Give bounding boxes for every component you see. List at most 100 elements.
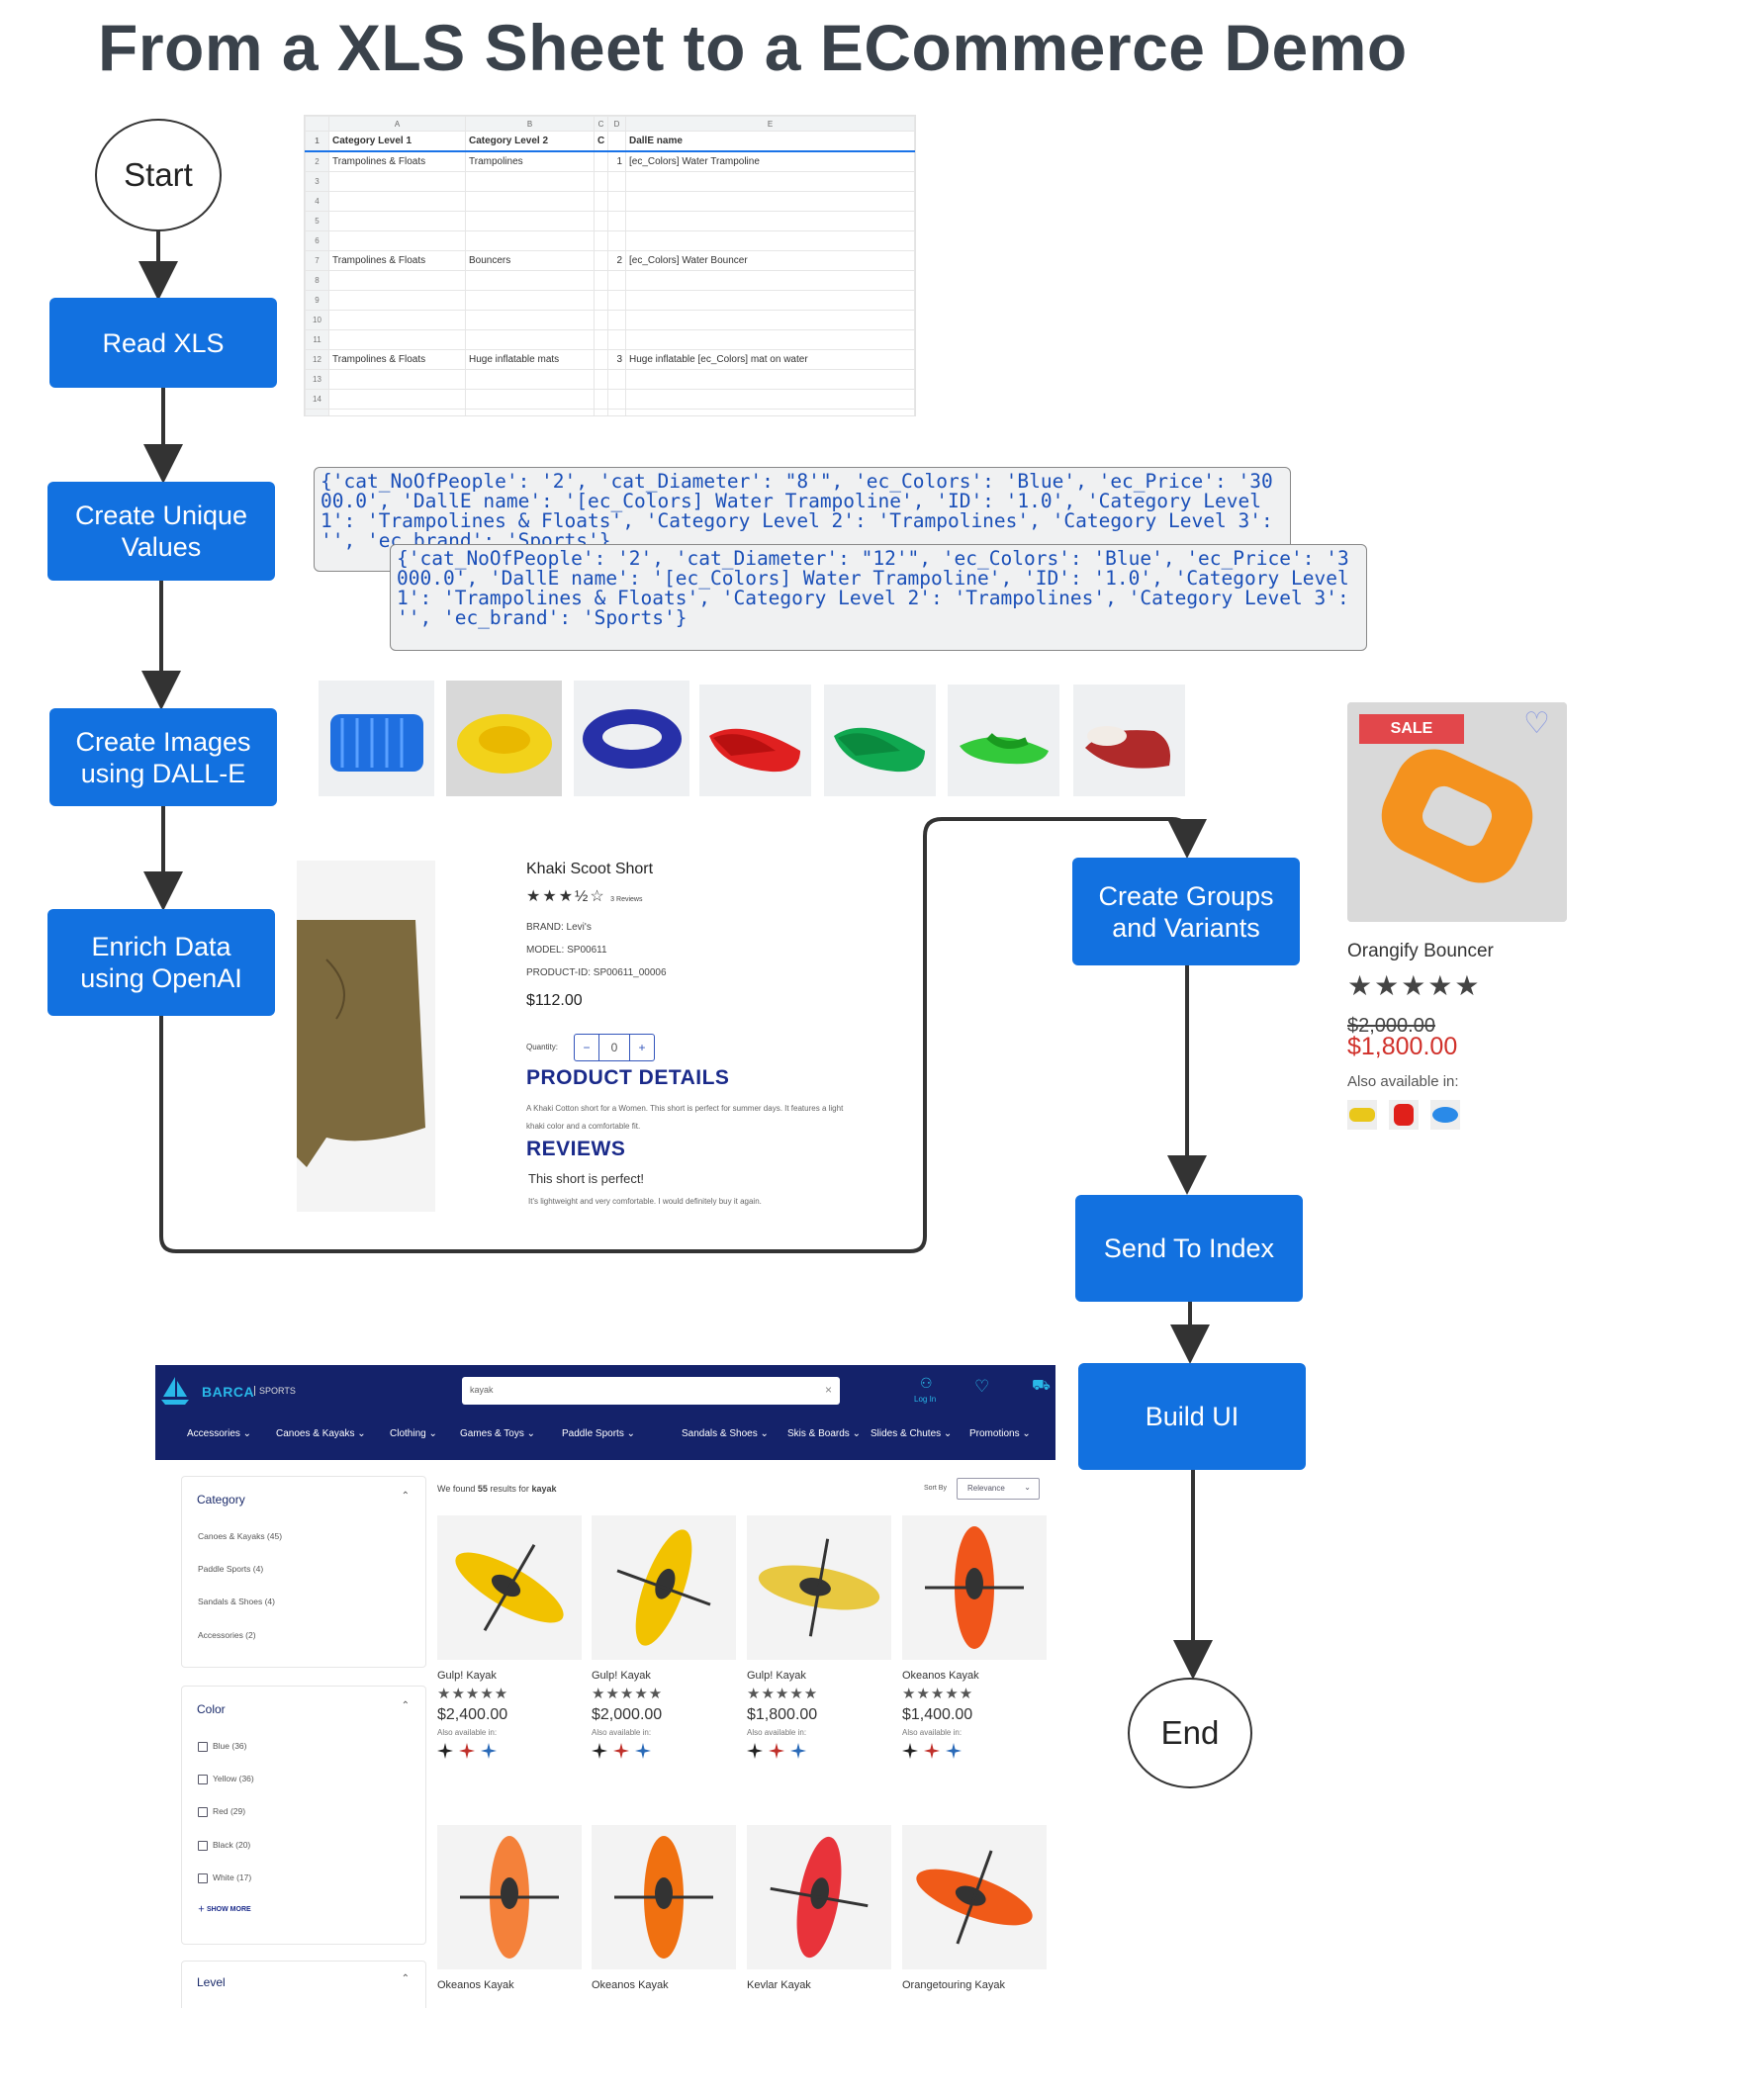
- wishlist-icon[interactable]: ♡: [974, 1377, 990, 1396]
- product-image[interactable]: [437, 1825, 582, 1969]
- clear-search-icon[interactable]: ×: [824, 1383, 832, 1397]
- collapse-icon[interactable]: ⌃: [401, 1491, 410, 1502]
- nav-item[interactable]: Sandals & Shoes ⌄: [682, 1428, 769, 1439]
- checkbox[interactable]: [198, 1774, 208, 1784]
- category-option[interactable]: Sandals & Shoes (4): [198, 1597, 275, 1606]
- nav-item[interactable]: Clothing ⌄: [390, 1428, 437, 1439]
- color-option[interactable]: Red (29): [198, 1806, 245, 1817]
- decrement-button[interactable]: −: [575, 1035, 599, 1060]
- nav-item[interactable]: Slides & Chutes ⌄: [871, 1428, 952, 1439]
- checkbox[interactable]: [198, 1741, 208, 1752]
- product-name[interactable]: Gulp! Kayak: [592, 1670, 651, 1682]
- search-input-value[interactable]: kayak: [470, 1385, 494, 1395]
- variant-swatch[interactable]: [481, 1743, 497, 1759]
- category-option[interactable]: Canoes & Kayaks (45): [198, 1531, 283, 1541]
- product-image[interactable]: [747, 1515, 891, 1660]
- color-option[interactable]: White (17): [198, 1872, 251, 1883]
- product-name[interactable]: Gulp! Kayak: [747, 1670, 806, 1682]
- variant-swatches: [437, 1743, 582, 1764]
- checkbox[interactable]: [198, 1806, 208, 1817]
- nav-item[interactable]: Games & Toys ⌄: [460, 1428, 535, 1439]
- color-option[interactable]: Yellow (36): [198, 1774, 254, 1784]
- nav-item[interactable]: Accessories ⌄: [187, 1428, 251, 1439]
- product-name[interactable]: Okeanos Kayak: [902, 1670, 979, 1682]
- product-image: [297, 861, 435, 1212]
- variant-swatch[interactable]: [924, 1743, 940, 1759]
- color-option-label: White (17): [213, 1872, 252, 1882]
- product-card[interactable]: Okeanos Kayak: [437, 1825, 582, 1991]
- brand-name[interactable]: BARCA: [202, 1384, 255, 1400]
- product-name[interactable]: Kevlar Kayak: [747, 1979, 811, 1991]
- sort-select-value[interactable]: Relevance: [967, 1484, 1005, 1493]
- nav-item[interactable]: Canoes & Kayaks ⌄: [276, 1428, 366, 1439]
- variant-swatch[interactable]: [769, 1743, 784, 1759]
- nav-item[interactable]: Skis & Boards ⌄: [787, 1428, 861, 1439]
- product-image[interactable]: [747, 1825, 891, 1969]
- product-stars: ★★★★★: [902, 1686, 974, 1702]
- variant-yellow-swatch[interactable]: [1347, 1100, 1377, 1130]
- user-icon[interactable]: ⚇: [920, 1375, 933, 1391]
- checkbox[interactable]: [198, 1840, 208, 1851]
- product-card[interactable]: Okeanos Kayak: [592, 1825, 736, 1991]
- category-filter-title[interactable]: Category: [197, 1493, 245, 1507]
- product-card[interactable]: Kevlar Kayak: [747, 1825, 891, 1991]
- variant-swatch[interactable]: [613, 1743, 629, 1759]
- color-option[interactable]: Black (20): [198, 1840, 250, 1851]
- collapse-icon[interactable]: ⌃: [401, 1973, 410, 1984]
- sale-price: $1,800.00: [1347, 1033, 1458, 1060]
- product-image[interactable]: [437, 1515, 582, 1660]
- product-image[interactable]: [902, 1515, 1047, 1660]
- sheet-cell-e: [625, 329, 915, 350]
- increment-button[interactable]: +: [629, 1035, 654, 1060]
- sheet-cell-a: [328, 369, 466, 390]
- variant-swatch[interactable]: [747, 1743, 763, 1759]
- product-name[interactable]: Orangetouring Kayak: [902, 1979, 1005, 1991]
- product-name[interactable]: Gulp! Kayak: [437, 1670, 497, 1682]
- nav-item[interactable]: Promotions ⌄: [969, 1428, 1031, 1439]
- product-name[interactable]: Okeanos Kayak: [592, 1979, 669, 1991]
- category-option[interactable]: Accessories (2): [198, 1630, 256, 1640]
- quantity-label: Quantity:: [526, 1043, 559, 1051]
- product-image[interactable]: [902, 1825, 1047, 1969]
- variant-swatch[interactable]: [437, 1743, 453, 1759]
- variant-red-swatch[interactable]: [1389, 1100, 1419, 1130]
- search-input[interactable]: kayak ×: [462, 1377, 840, 1405]
- show-more-link[interactable]: ＋ SHOW MORE: [198, 1906, 251, 1913]
- start-node: Start: [95, 119, 222, 231]
- color-option[interactable]: Blue (36): [198, 1741, 247, 1752]
- variant-swatch[interactable]: [592, 1743, 607, 1759]
- product-image[interactable]: [592, 1515, 736, 1660]
- product-name[interactable]: Okeanos Kayak: [437, 1979, 514, 1991]
- json-record-2: {'cat_NoOfPeople': '2', 'cat_Diameter': …: [390, 544, 1367, 651]
- product-card[interactable]: Orangetouring Kayak: [902, 1825, 1047, 1991]
- collapse-icon[interactable]: ⌃: [401, 1700, 410, 1711]
- red-slipper-image: [699, 685, 811, 796]
- quantity-stepper[interactable]: − 0 +: [574, 1034, 655, 1061]
- level-filter-title[interactable]: Level: [197, 1975, 226, 1989]
- category-option[interactable]: Paddle Sports (4): [198, 1564, 264, 1574]
- variant-swatch[interactable]: [459, 1743, 475, 1759]
- sheet-cell-d: 2: [607, 250, 626, 271]
- variant-swatch[interactable]: [790, 1743, 806, 1759]
- sheet-cell-a: [328, 409, 466, 415]
- variant-swatch[interactable]: [902, 1743, 918, 1759]
- login-link[interactable]: Log In: [914, 1395, 937, 1404]
- variant-swatch[interactable]: [946, 1743, 962, 1759]
- checkbox[interactable]: [198, 1872, 208, 1883]
- variant-swatch[interactable]: [635, 1743, 651, 1759]
- wishlist-heart-icon[interactable]: ♡: [1523, 707, 1550, 740]
- green-slipper-image: [824, 685, 936, 796]
- variant-blue-swatch[interactable]: [1430, 1100, 1460, 1130]
- quantity-value[interactable]: 0: [610, 1041, 618, 1054]
- sale-product-name[interactable]: Orangify Bouncer: [1347, 941, 1494, 961]
- cart-icon[interactable]: ⛟: [1032, 1377, 1051, 1394]
- chevron-down-icon: ⌄: [354, 1428, 366, 1439]
- sort-select[interactable]: Relevance ⌄: [957, 1478, 1040, 1500]
- color-filter-title[interactable]: Color: [197, 1702, 226, 1716]
- nav-item[interactable]: Paddle Sports ⌄: [562, 1428, 635, 1439]
- product-image[interactable]: [592, 1825, 736, 1969]
